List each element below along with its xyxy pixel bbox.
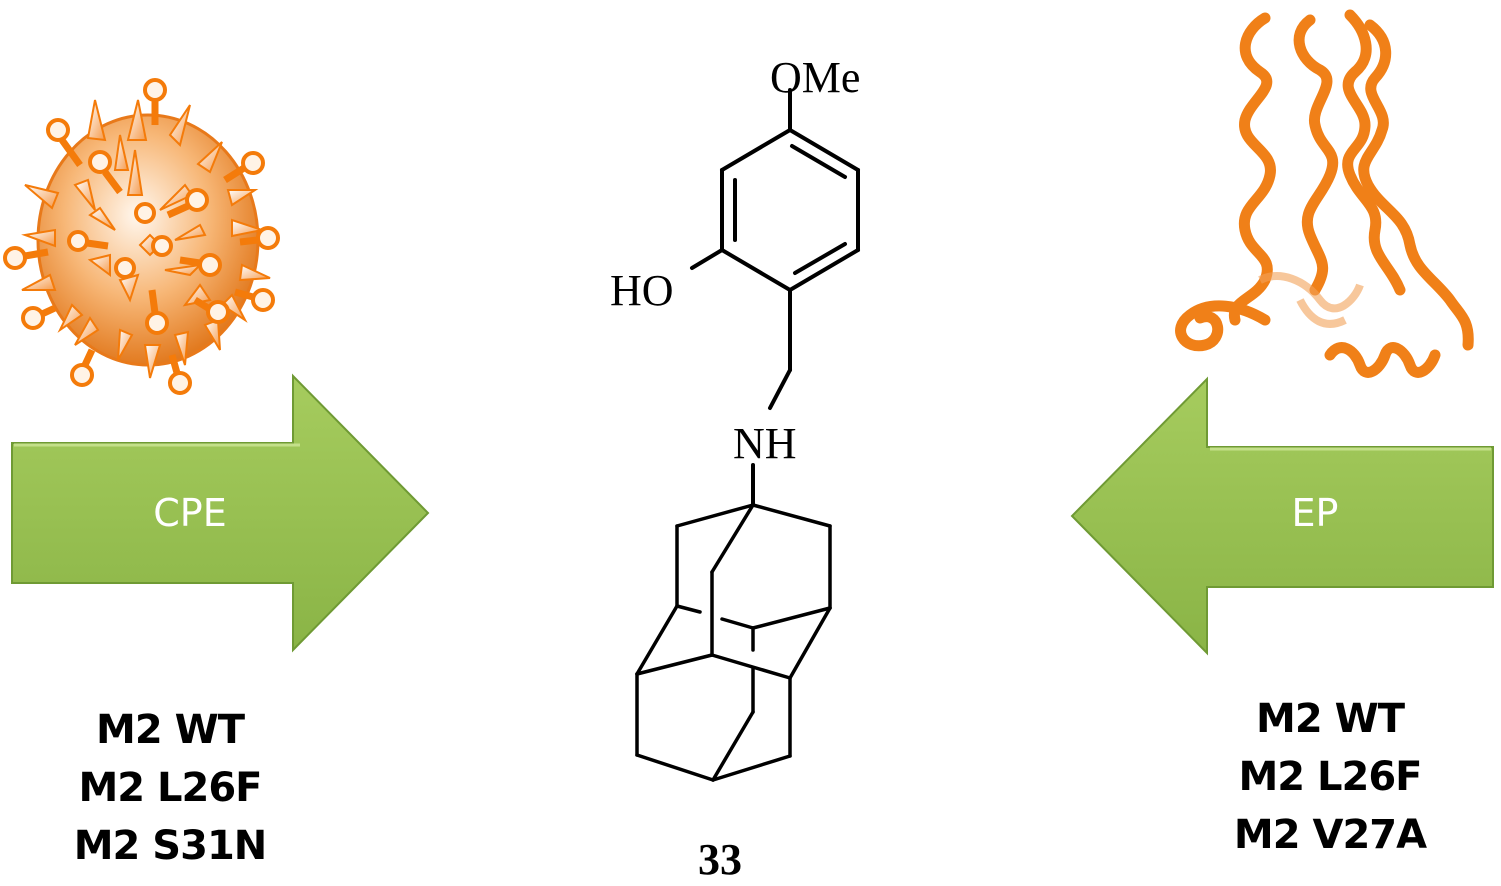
strain-label: M2 L26F [78,765,262,811]
hydroxyl-group: HO [610,266,674,315]
ome-group: OMe [770,53,860,102]
virus-particle-icon [3,78,280,395]
ep-strain-list: M2 WT M2 L26F M2 V27A [1195,690,1465,864]
strain-label: M2 WT [96,707,245,753]
compound-structure: OMe HO NH 33 [610,53,860,782]
strain-label: M2 V27A [1233,812,1427,858]
strain-label: M2 L26F [1238,754,1422,800]
ep-arrow: EP [1070,373,1495,658]
right-arrow-icon [11,373,430,653]
left-arrow-icon [1070,376,1494,656]
cpe-label: CPE [153,491,227,535]
cpe-arrow: CPE [10,373,430,653]
ep-label: EP [1291,491,1339,535]
strain-label: M2 WT [1256,696,1405,742]
amine-nh: NH [733,419,797,468]
strain-label: M2 S31N [73,823,268,869]
compound-number-label: 33 [698,835,742,884]
m2-proton-channel-icon [1175,9,1474,378]
cpe-strain-list: M2 WT M2 L26F M2 S31N [40,701,300,875]
